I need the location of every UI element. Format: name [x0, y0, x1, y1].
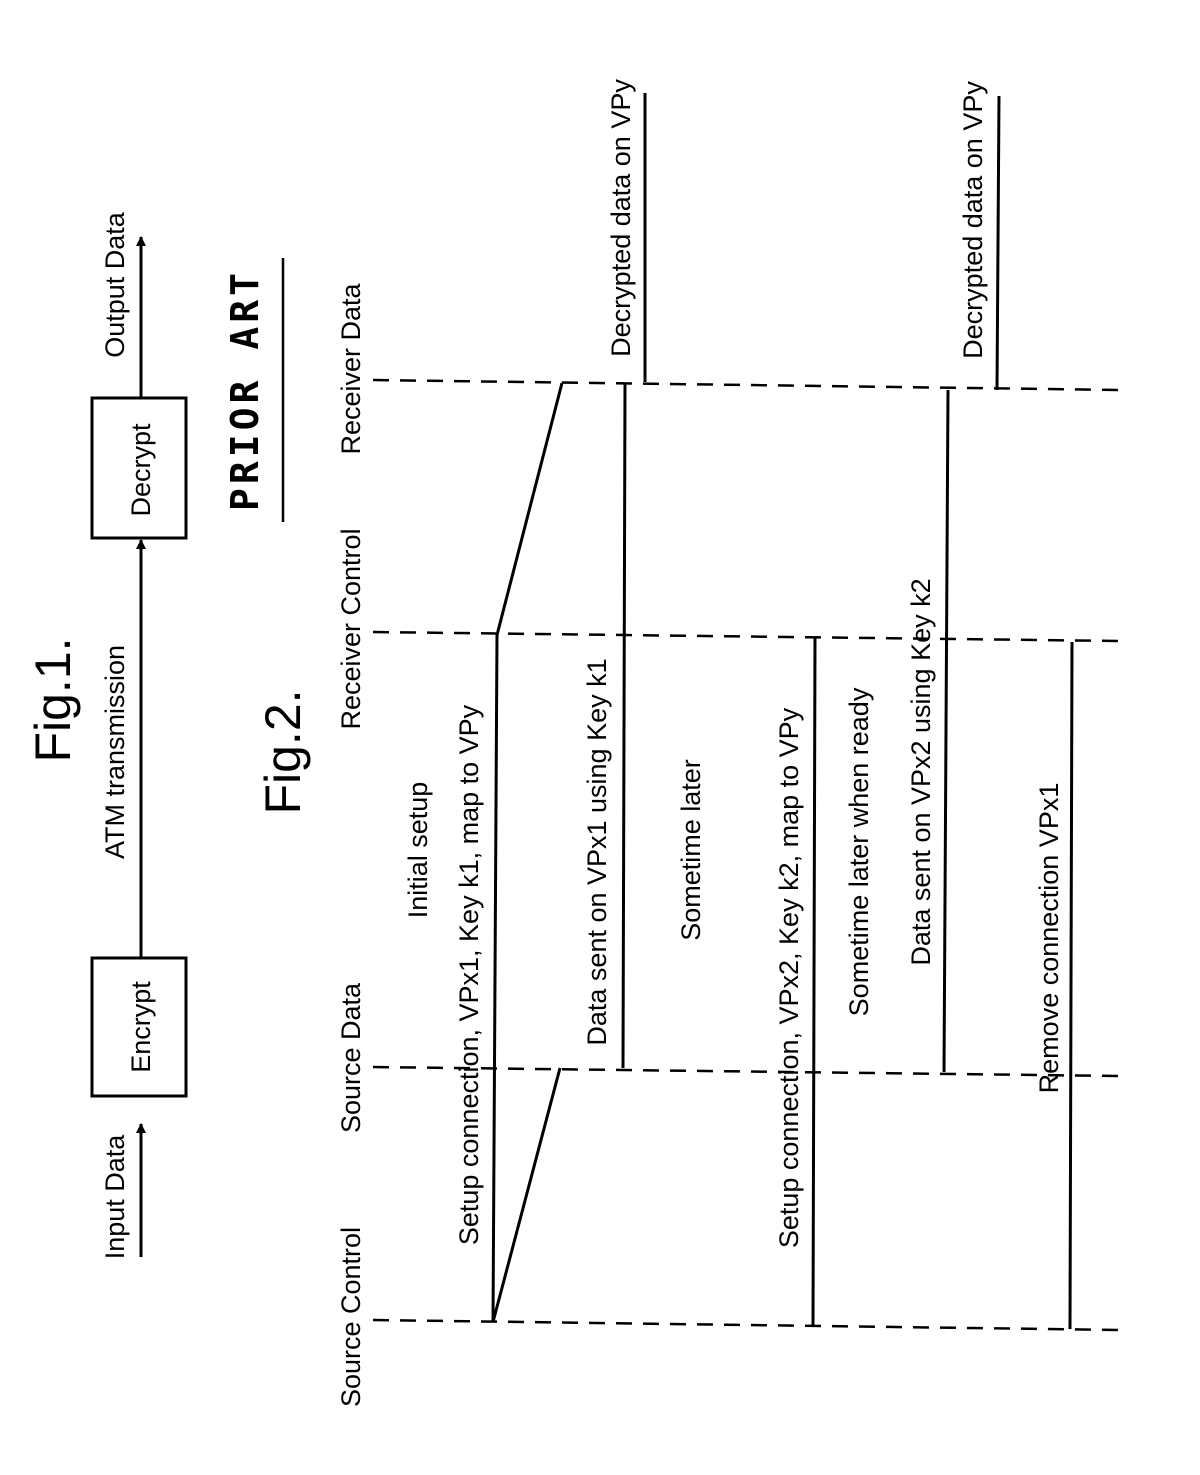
- lane-label-receiver-data: Receiver Data: [336, 282, 366, 454]
- event-data2-line: [942, 389, 950, 1073]
- prior-art-label: PRIOR ART: [223, 269, 267, 511]
- fig2-title: Fig.2.: [255, 689, 311, 814]
- prior-art-annotation: PRIOR ART: [223, 258, 285, 522]
- event-sometime-ready-label: Sometime later when ready: [844, 687, 874, 1016]
- event-decrypted2-label: Decrypted data on VPy: [958, 81, 988, 359]
- fig1-input-label: Input Data: [100, 1134, 130, 1260]
- event-decrypted2-line: [995, 95, 1001, 391]
- lane-label-source-control: Source Control: [336, 1227, 366, 1407]
- lane-line-source-control: [372, 1318, 1121, 1332]
- event-initial-setup-label: Initial setup: [403, 782, 433, 919]
- event-decrypted1-label: Decrypted data on VPy: [606, 79, 636, 357]
- event-data1-line: [621, 383, 627, 1069]
- fig1-title: Fig.1.: [25, 637, 81, 762]
- event-remove-label: Remove connection VPx1: [1034, 783, 1064, 1094]
- lane-label-source-data: Source Data: [336, 982, 366, 1133]
- event-data1-label: Data sent on VPx1 using Key k1: [582, 658, 612, 1045]
- event-sometime-later-label: Sometime later: [676, 759, 706, 941]
- fig1-encrypt-label: Encrypt: [126, 981, 156, 1073]
- fig1-decrypt-block: [90, 396, 188, 540]
- event-setup2-line: [811, 637, 817, 1327]
- fig2-diagram: Fig.2. Source Control Source Data Receiv…: [255, 79, 1121, 1407]
- lane-line-receiver-data: [372, 378, 1121, 392]
- fig1-decrypt-label: Decrypt: [126, 423, 156, 517]
- fig1-output-label: Output Data: [100, 211, 130, 358]
- fig1-diagram: Fig.1. Input Data Encrypt ATM transmissi…: [25, 211, 188, 1260]
- lane-line-receiver-control: [372, 630, 1121, 643]
- event-setup1-signal: [491, 382, 564, 1323]
- fig1-encrypt-block: [90, 956, 188, 1098]
- fig1-transmission-label: ATM transmission: [100, 645, 130, 859]
- event-data2-label: Data sent on VPx2 using Key k2: [906, 578, 936, 965]
- lane-label-receiver-control: Receiver Control: [336, 528, 366, 729]
- lane-line-source-data: [372, 1065, 1121, 1078]
- event-remove-line: [1068, 641, 1074, 1330]
- event-setup2-label: Setup connection, VPx2, Key k2, map to V…: [774, 707, 804, 1248]
- event-setup1-label: Setup connection, VPx1, Key k1, map to V…: [454, 704, 484, 1245]
